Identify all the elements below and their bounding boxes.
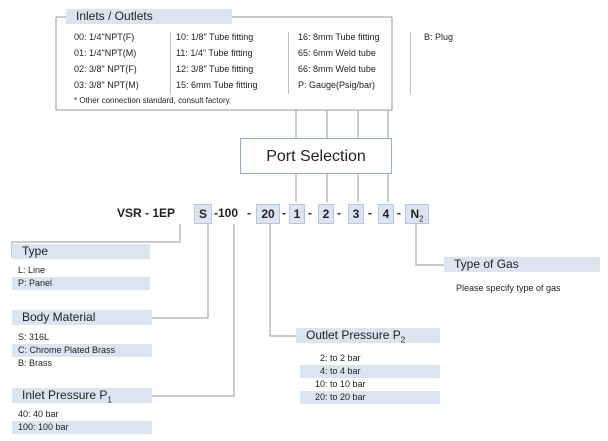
code-prefix: VSR - 1EP: [117, 206, 176, 220]
outlet-pressure-item-10: 10: to 10 bar: [315, 379, 366, 389]
inlet-pressure-header: Inlet Pressure P1: [12, 388, 152, 405]
code-inlet-pressure: -100: [214, 206, 239, 220]
body-material-list: S: 316L C: Chrome Plated Brass B: Brass: [12, 331, 152, 370]
type-of-gas-header: Type of Gas: [444, 257, 600, 272]
type-of-gas-title: Type of Gas: [454, 257, 519, 271]
body-material-title: Body Material: [22, 310, 96, 324]
body-material-item-chrome: C: Chrome Plated Brass: [12, 344, 152, 357]
inlets-outlets-header: Inlets / Outlets: [66, 9, 232, 24]
inlet-pressure-item-100: 100: 100 bar: [12, 421, 152, 434]
code-dash-6: -: [397, 206, 401, 220]
body-material-item-316l: S: 316L: [18, 332, 50, 342]
option-15: 15: 6mm Tube fitting: [176, 80, 258, 90]
inlets-outlets-col2: 10: 1/8" Tube fitting 11: 1/4" Tube fitt…: [176, 32, 258, 96]
inlets-outlets-note: * Other connection standard, consult fac…: [74, 96, 232, 105]
inlet-pressure-list: 40: 40 bar 100: 100 bar: [12, 408, 152, 434]
outlet-pressure-item-4: 4: to 4 bar: [300, 365, 440, 378]
option-03: 03: 3/8" NPT(M): [74, 80, 139, 90]
port-selection-box: Port Selection: [240, 138, 392, 174]
option-16: 16: 8mm Tube fitting: [298, 32, 380, 42]
option-p: P: Gauge(Psig/bar): [298, 80, 376, 90]
option-10: 10: 1/8" Tube fitting: [176, 32, 254, 42]
code-gas-letter: N: [410, 207, 420, 221]
outlet-pressure-subscript: 2: [400, 335, 406, 345]
outlet-pressure-item-2: 2: to 2 bar: [320, 353, 361, 363]
option-b: B: Plug: [424, 32, 454, 42]
body-material-header: Body Material: [12, 310, 152, 325]
option-12: 12: 3/8" Tube fitting: [176, 64, 254, 74]
option-02: 02: 3/8" NPT(F): [74, 64, 137, 74]
option-00: 00: 1/4"NPT(F): [74, 32, 135, 42]
col-divider-2: [288, 32, 289, 94]
port-selection-label: Port Selection: [266, 148, 366, 165]
type-title: Type: [22, 244, 49, 258]
code-port-1: 1: [289, 204, 305, 224]
code-type: S: [194, 204, 212, 224]
option-01: 01: 1/4"NPT(M): [74, 48, 137, 58]
inlets-outlets-col4: B: Plug: [424, 32, 453, 48]
option-11: 11: 1/4" Tube fitting: [176, 48, 253, 58]
inlets-outlets-col1: 00: 1/4"NPT(F) 01: 1/4"NPT(M) 02: 3/8" N…: [74, 32, 139, 96]
code-port-4: 4: [378, 204, 394, 224]
code-gas: N2: [405, 204, 429, 224]
type-of-gas-note: Please specify type of gas: [456, 283, 561, 293]
code-dash-4: -: [337, 206, 341, 220]
outlet-pressure-item-20: 20: to 20 bar: [300, 391, 440, 404]
option-65: 65: 6mm Weld tube: [298, 48, 376, 58]
code-port-3: 3: [348, 204, 364, 224]
body-material-item-brass: B: Brass: [18, 358, 53, 368]
outlet-pressure-list: 2: to 2 bar 4: to 4 bar 10: to 10 bar 20…: [300, 352, 440, 404]
code-gas-subscript: 2: [419, 214, 424, 224]
code-port-2: 2: [318, 204, 334, 224]
col-divider-3: [410, 32, 411, 94]
inlet-pressure-subscript: 1: [107, 395, 112, 405]
inlets-outlets-col3: 16: 8mm Tube fitting 65: 6mm Weld tube 6…: [298, 32, 380, 96]
code-dash-3: -: [308, 206, 312, 220]
option-66: 66: 8mm Weld tube: [298, 64, 376, 74]
type-header: Type: [12, 244, 150, 259]
type-item-line: L: Line: [18, 265, 46, 275]
inlets-outlets-title: Inlets / Outlets: [76, 9, 153, 23]
type-item-panel: P: Panel: [12, 277, 150, 290]
outlet-pressure-title: Outlet Pressure P: [306, 328, 401, 342]
code-dash-2: -: [282, 206, 286, 220]
inlet-pressure-title: Inlet Pressure P: [22, 388, 108, 402]
inlet-pressure-item-40: 40: 40 bar: [18, 409, 59, 419]
code-dash-1: -: [247, 206, 251, 220]
model-code: VSR - 1EP S -100 - 20 - 1 - 2 - 3 - 4 - …: [0, 202, 608, 226]
col-divider-1: [170, 32, 171, 94]
type-list: L: Line P: Panel: [12, 264, 150, 290]
outlet-pressure-header: Outlet Pressure P2: [296, 328, 440, 345]
code-outlet-pressure: 20: [256, 204, 280, 224]
code-dash-5: -: [368, 206, 372, 220]
